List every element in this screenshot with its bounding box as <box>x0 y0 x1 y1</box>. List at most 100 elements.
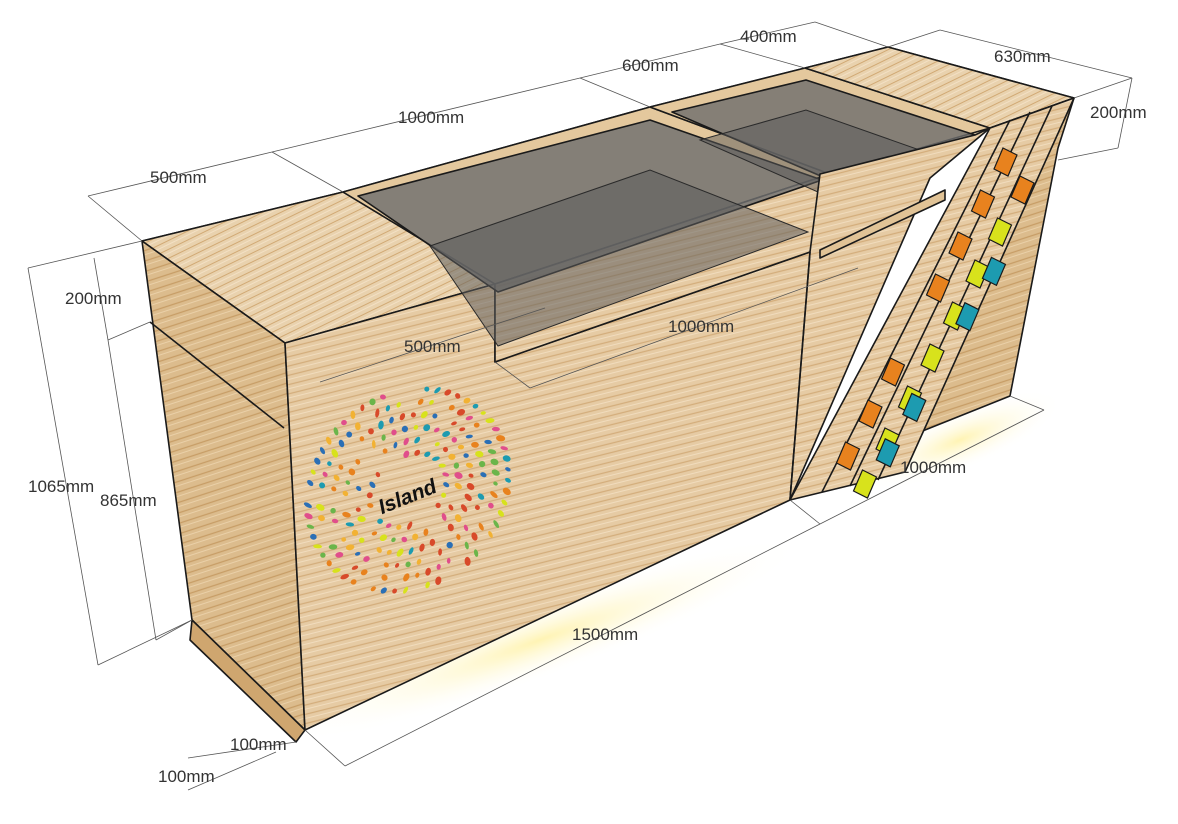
logo-dot <box>403 573 410 582</box>
logo-dot <box>303 502 312 509</box>
dim-inner-1000: 1000mm <box>668 317 734 336</box>
logo-dot <box>371 440 376 449</box>
logo-dot <box>444 389 452 396</box>
color-tile <box>942 301 968 331</box>
logo-dot <box>412 533 419 541</box>
logo-dot <box>385 405 391 412</box>
logo-dot <box>377 518 383 524</box>
logo-dot <box>501 499 508 506</box>
logo-dot <box>465 415 473 421</box>
logo-dot <box>331 448 339 458</box>
logo-dot <box>466 483 475 490</box>
logo-dot <box>355 458 361 465</box>
logo-dot <box>325 436 332 445</box>
dim-top-630: 630mm <box>994 47 1051 66</box>
logo-dot <box>394 563 400 568</box>
logo-dot <box>434 387 441 394</box>
logo-dot <box>490 491 498 499</box>
logo-dot <box>341 537 347 542</box>
logo-dot <box>341 419 347 426</box>
logo-dot <box>366 492 373 499</box>
logo-dot <box>446 541 453 549</box>
logo-dot <box>478 460 486 468</box>
logo-dot <box>360 569 368 576</box>
dim-height-865: 865mm <box>100 491 157 510</box>
logo-dot <box>490 458 499 466</box>
logo-dot <box>505 477 511 483</box>
logo-dot <box>381 434 386 441</box>
logo-dot <box>383 562 389 568</box>
logo-dot <box>333 427 339 436</box>
logo-dot <box>457 444 465 450</box>
color-tile <box>902 392 927 423</box>
logo-dot <box>500 446 509 451</box>
logo-dot <box>393 441 398 449</box>
logo-dot <box>403 437 409 446</box>
logo-dot <box>386 549 392 555</box>
logo-dot <box>448 405 455 411</box>
logo-dot <box>354 551 361 556</box>
logo-dot <box>491 469 500 476</box>
color-tile <box>858 399 883 429</box>
color-tile <box>993 147 1018 177</box>
logo-dot <box>410 412 416 418</box>
logo-dot <box>413 424 419 430</box>
logo-dot <box>369 481 376 489</box>
logo-dot <box>465 462 474 468</box>
logo-dot <box>432 413 438 419</box>
logo-dot <box>474 504 480 511</box>
logo-dot <box>331 518 339 524</box>
logo-dot <box>401 536 408 543</box>
logo-dot <box>354 422 361 431</box>
logo-dot <box>328 544 338 550</box>
color-tile <box>948 231 973 261</box>
logo-dot <box>419 543 425 552</box>
logo-dot <box>463 524 469 532</box>
logo-dot <box>338 439 345 448</box>
dim-plinth-100-front: 100mm <box>230 735 287 754</box>
logo-dot <box>432 456 440 461</box>
logo-dot <box>463 453 469 458</box>
logo-dot <box>442 472 450 477</box>
logo-dot <box>471 532 478 541</box>
logo-dot <box>468 473 474 478</box>
logo-dot <box>465 434 473 439</box>
logo-dot <box>441 513 447 521</box>
logo-dot <box>441 492 447 498</box>
logo-dot <box>407 521 413 530</box>
logo-dot <box>304 513 313 520</box>
logo-dot <box>502 487 511 496</box>
logo-dot <box>493 520 500 529</box>
logo-dot <box>408 547 414 555</box>
logo-dot <box>357 515 366 523</box>
logo-dot <box>310 469 316 475</box>
logo-dot <box>464 556 471 566</box>
logo-dot <box>425 567 431 576</box>
color-tile <box>920 343 945 373</box>
logo-dot <box>484 439 492 445</box>
logo-dot-swirl <box>303 386 511 594</box>
logo-dot <box>391 537 396 543</box>
logo-dot <box>434 442 440 447</box>
logo-dot <box>456 534 461 540</box>
logo-dot <box>502 455 511 462</box>
logo-dot <box>340 574 349 580</box>
logo-dot <box>454 472 463 479</box>
logo-dot <box>375 471 381 478</box>
logo-dot <box>414 449 421 456</box>
logo-dot <box>380 587 387 594</box>
logo-dot <box>350 579 357 585</box>
logo-dot <box>459 427 466 432</box>
logo-dot <box>451 421 457 426</box>
logo-dot <box>319 482 326 489</box>
logo-dot <box>351 529 359 536</box>
color-tile <box>1010 175 1035 205</box>
logo-dot <box>319 447 326 455</box>
logo-dot <box>348 468 356 476</box>
logo-dot <box>369 398 376 406</box>
dim-right-200: 200mm <box>1090 103 1147 122</box>
logo-dot <box>493 481 498 486</box>
color-tile <box>955 301 980 332</box>
